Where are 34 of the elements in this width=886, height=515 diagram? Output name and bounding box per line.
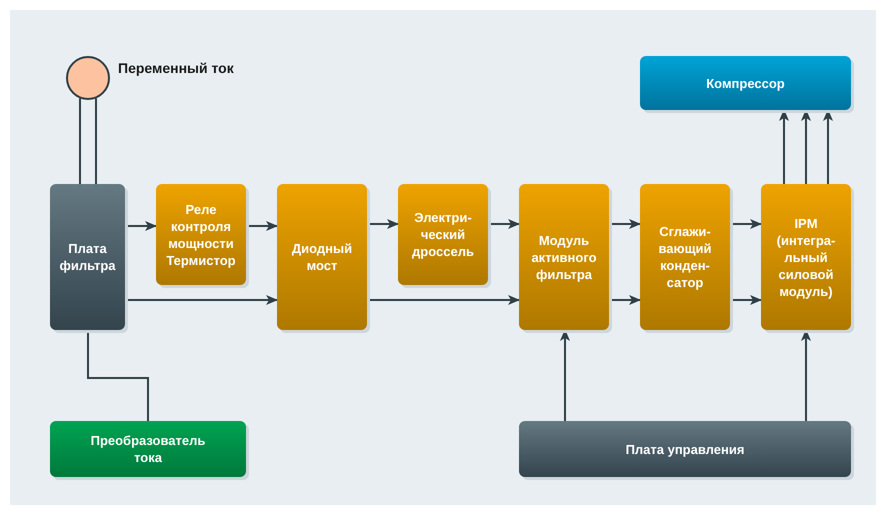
arrow: [609, 219, 641, 229]
source-label: Переменный ток: [118, 59, 235, 77]
arrow: [367, 295, 520, 305]
connector-line: [79, 98, 81, 184]
box-label: Плата фильтра: [58, 240, 116, 274]
connector-line: [87, 330, 149, 421]
box-label: Компрессор: [706, 74, 785, 92]
arrow: [125, 221, 157, 231]
module-box: [640, 184, 730, 330]
board-box: [519, 421, 851, 477]
arrow: [730, 219, 762, 229]
arrow: [730, 295, 762, 305]
box-label: Плата управления: [626, 440, 744, 458]
box-label: IPM (интегра- льный силовой модуль): [776, 214, 836, 300]
box-label: Сглажи- вающий конден- сатор: [657, 223, 713, 291]
module-box: [156, 184, 246, 285]
compressor-box: [640, 56, 851, 110]
module-box: [398, 184, 488, 285]
arrow: [125, 295, 278, 305]
converter-box: [50, 421, 246, 477]
box-label: Преобразователь тока: [90, 432, 206, 466]
arrow: [609, 295, 641, 305]
box-label: Модуль активного фильтра: [530, 232, 598, 282]
box-label: Диодный мост: [290, 240, 354, 274]
box-label: Реле контроля мощности Термистор: [165, 200, 237, 268]
connector-line: [95, 98, 97, 184]
module-box: [761, 184, 851, 330]
module-box: [277, 184, 367, 330]
board-box: [50, 184, 125, 330]
arrow: [246, 221, 278, 231]
arrow: [367, 219, 399, 229]
module-box: [519, 184, 609, 330]
arrow: [488, 219, 520, 229]
box-label: Электри- ческий дроссель: [411, 209, 475, 260]
